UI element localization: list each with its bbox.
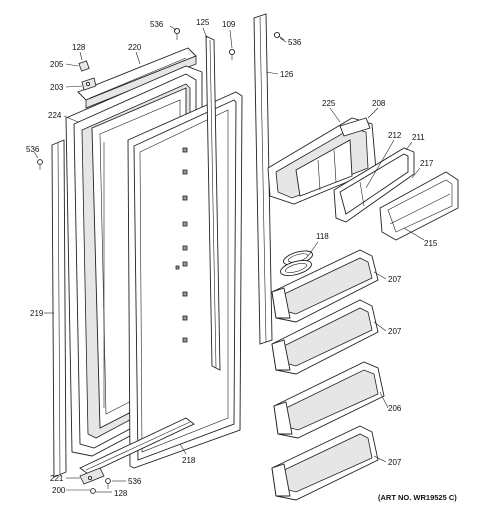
- label-215: 215: [424, 239, 438, 248]
- label-221: 221: [50, 474, 64, 483]
- label-536-right: 536: [288, 38, 302, 47]
- dairy-door: [379, 171, 459, 241]
- egg-trays: [280, 250, 313, 277]
- label-218: 218: [182, 456, 196, 465]
- label-212: 212: [388, 131, 402, 140]
- door-bin-4: [271, 425, 379, 501]
- label-128-bottom: 128: [114, 489, 128, 498]
- dairy-door-frame: [333, 147, 415, 223]
- label-220: 220: [128, 43, 142, 52]
- label-207-a: 207: [388, 275, 402, 284]
- label-125: 125: [196, 18, 210, 27]
- vertical-door-strip: [205, 35, 221, 371]
- label-207-b: 207: [388, 327, 402, 336]
- label-219: 219: [30, 309, 44, 318]
- label-118: 118: [316, 232, 329, 241]
- label-211: 211: [412, 133, 425, 142]
- label-128-top: 128: [72, 43, 86, 52]
- left-trim-strip: [51, 139, 67, 478]
- label-109: 109: [222, 20, 236, 29]
- dairy-compartment-housing: [267, 117, 377, 205]
- label-225: 225: [322, 99, 336, 108]
- part-labels: 536 125 109 536 126 220 128 205 203 224 …: [26, 18, 438, 498]
- label-126: 126: [280, 70, 294, 79]
- label-208: 208: [372, 99, 386, 108]
- label-536-left: 536: [26, 145, 40, 154]
- label-205: 205: [50, 60, 64, 69]
- label-207-c: 207: [388, 458, 402, 467]
- leader-lines: [33, 25, 425, 493]
- bottom-door-cap: [79, 417, 195, 475]
- door-bin-1: [271, 249, 379, 323]
- top-hinge-parts: [78, 60, 97, 91]
- label-200: 200: [52, 486, 66, 495]
- handle-trim-strip: [253, 13, 273, 345]
- label-224: 224: [48, 111, 62, 120]
- label-536-top: 536: [150, 20, 164, 29]
- door-bin-3: [273, 361, 385, 439]
- door-gasket: [127, 91, 243, 469]
- label-206: 206: [388, 404, 402, 413]
- top-door-cap: [77, 47, 197, 109]
- door-bin-2: [271, 299, 379, 375]
- label-536-bottom: 536: [128, 477, 142, 486]
- label-217: 217: [420, 159, 434, 168]
- bottom-hinge-parts: [79, 467, 105, 485]
- art-number: (ART NO. WR19525 C): [378, 493, 457, 502]
- label-203: 203: [50, 83, 64, 92]
